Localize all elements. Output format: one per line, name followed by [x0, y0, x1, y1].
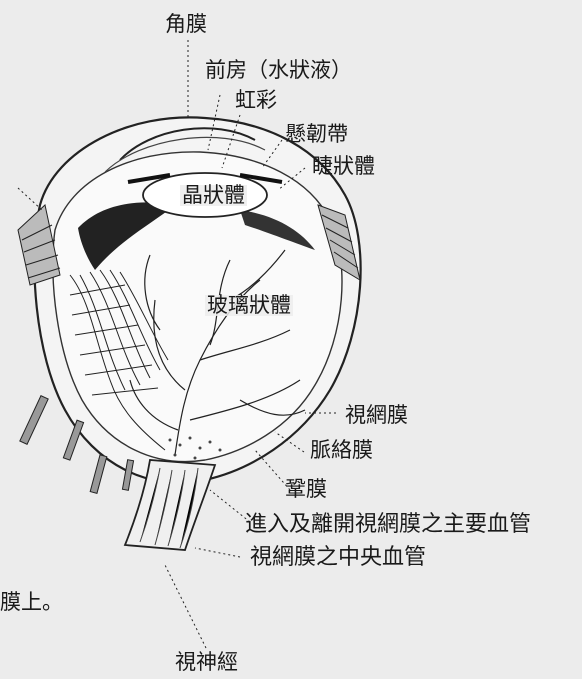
muscle-left — [17, 204, 61, 286]
cornea-shape — [119, 127, 256, 161]
stipple — [168, 436, 222, 460]
vitreous-vessels — [129, 249, 306, 456]
vessel-network — [69, 269, 169, 451]
label-sclera: 鞏膜 — [285, 477, 327, 501]
cut-off-text: 膜上。 — [0, 590, 63, 614]
label-optic-nerve: 視神經 — [175, 650, 238, 674]
label-main-vessels: 進入及離開視網膜之主要血管 — [245, 512, 532, 537]
cut-vessels — [19, 394, 135, 495]
muscle-right — [317, 204, 361, 282]
shadow-region — [78, 202, 175, 270]
label-zonule: 懸韌帶 — [285, 122, 348, 146]
label-lens: 晶狀體 — [180, 183, 247, 207]
label-ciliary-body: 睫狀體 — [312, 154, 375, 178]
iris-shape — [127, 173, 283, 184]
label-retina: 視網膜 — [345, 403, 408, 427]
label-vitreous: 玻璃狀體 — [205, 293, 293, 317]
label-cornea: 角膜 — [165, 12, 207, 36]
label-iris: 虹彩 — [235, 88, 277, 112]
leader-lines — [17, 40, 336, 649]
label-choroid: 脈絡膜 — [310, 438, 373, 462]
optic-nerve-shape — [123, 459, 217, 551]
label-anterior-chamber: 前房（水狀液） — [205, 58, 352, 82]
label-central-vessel: 視網膜之中央血管 — [250, 545, 427, 570]
